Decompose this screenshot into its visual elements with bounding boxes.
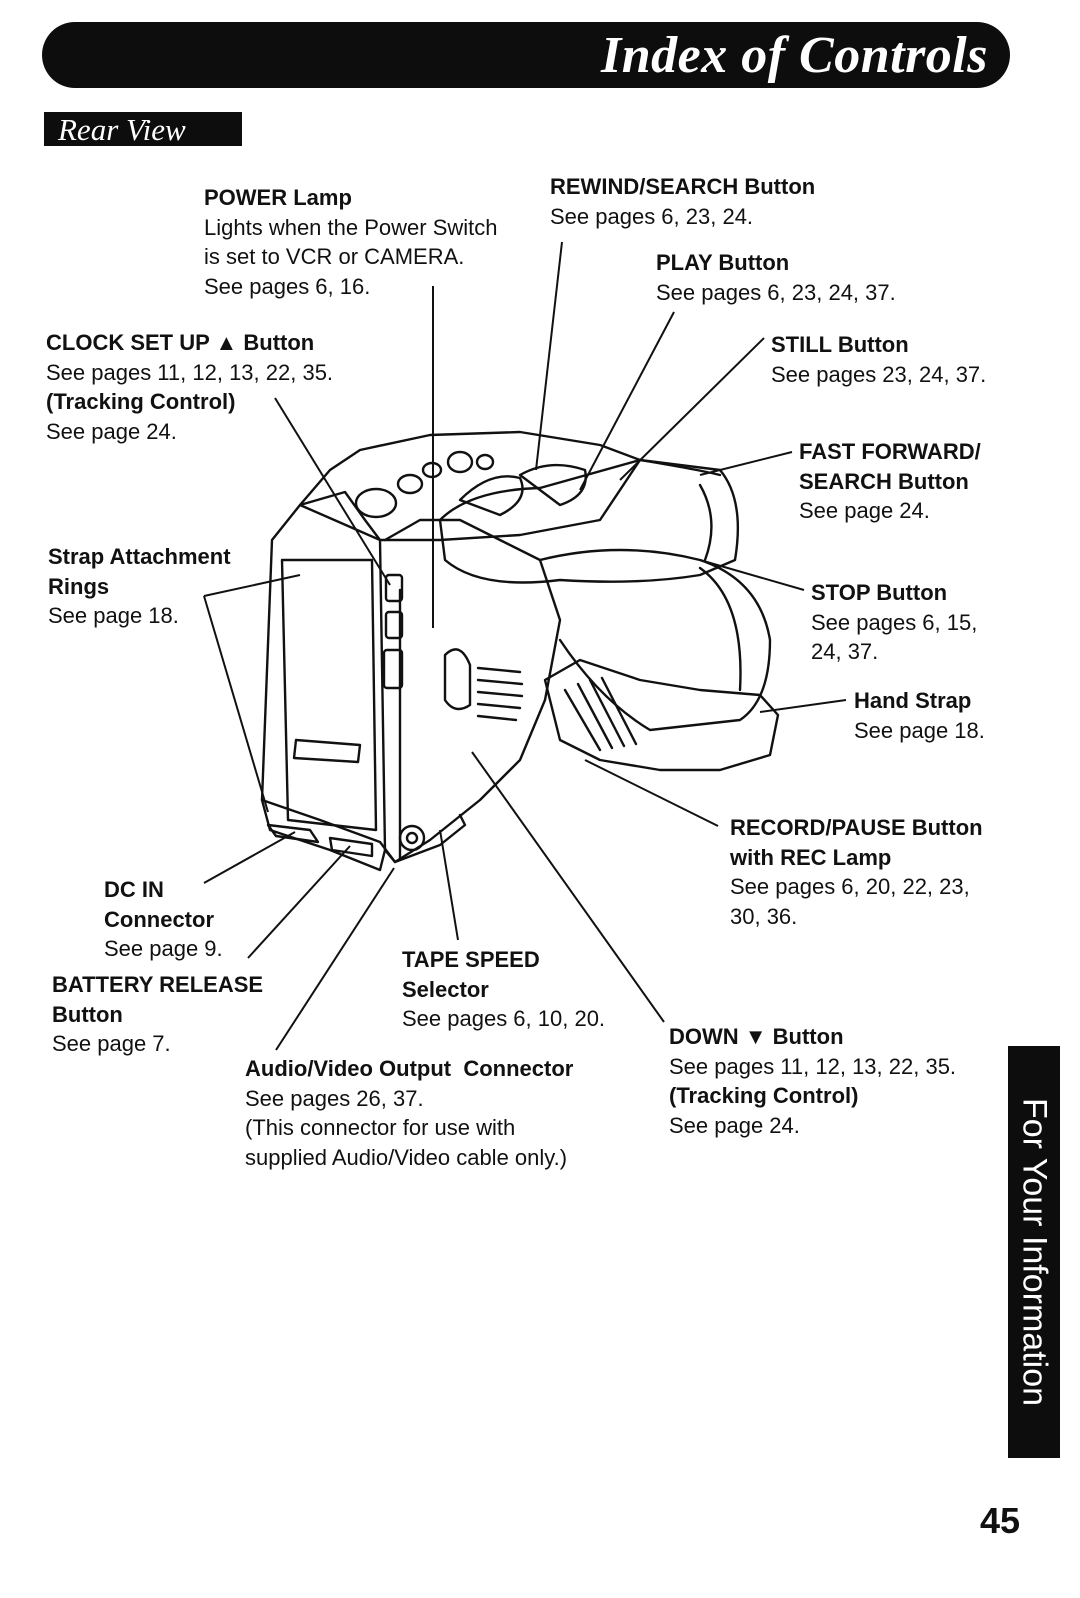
battery-release-title-2: Button: [52, 1001, 123, 1027]
hand-strap-title: Hand Strap: [854, 688, 972, 713]
rewind-search-title: REWIND/SEARCH Button: [550, 174, 816, 199]
fast-forward-title: FAST FORWARD/: [799, 439, 981, 464]
leader-down: [471, 751, 665, 1023]
record-pause-title-2: with REC Lamp: [730, 844, 892, 870]
leader-strap-rings-2: [203, 595, 269, 813]
play-title: PLAY Button: [656, 250, 790, 275]
fast-forward-title-2: SEARCH Button: [799, 468, 969, 494]
clock-set-up-tracking-title: (Tracking Control): [46, 389, 236, 414]
clock-set-up-title: CLOCK SET UP ▲ Button: [46, 330, 315, 355]
down-desc: See pages 11, 12, 13, 22, 35.: [669, 1053, 957, 1079]
fast-forward-desc: See page 24.: [799, 498, 930, 523]
battery-release-title: BATTERY RELEASE: [52, 972, 264, 997]
page-title: Index of Controls: [600, 27, 988, 84]
still-title: STILL Button: [771, 332, 909, 357]
leader-battery-release: [247, 845, 351, 959]
callout-clock-set-up: CLOCK SET UP ▲ Button See pages 11, 12, …: [46, 328, 333, 446]
top-housing: [298, 430, 642, 542]
record-pause-desc-1: See pages 6, 20, 22, 23,: [730, 874, 970, 899]
leader-record-pause: [584, 759, 719, 827]
record-pause-title: RECORD/PAUSE Button: [730, 815, 983, 840]
strap-rings-desc: See page 18.: [48, 603, 179, 628]
power-lamp-desc-1: Lights when the Power Switch: [204, 214, 498, 240]
leader-still: [619, 337, 765, 481]
stop-desc-1: See pages 6, 15,: [811, 609, 978, 635]
strap-rings-title: Strap Attachment: [48, 544, 231, 569]
callout-power-lamp: POWER Lamp Lights when the Power Switch …: [204, 183, 498, 301]
callout-hand-strap: Hand Strap See page 18.: [854, 686, 985, 745]
callout-av-output: Audio/Video Output Connector See pages 2…: [245, 1054, 573, 1172]
tape-speed-desc: See pages 6, 10, 20.: [402, 1006, 606, 1031]
tape-speed-title: TAPE SPEED: [402, 947, 540, 972]
leader-tape-speed: [439, 829, 459, 941]
stop-desc-2: 24, 37.: [811, 639, 879, 664]
leader-av-output: [275, 867, 395, 1051]
callout-stop: STOP Button See pages 6, 15, 24, 37.: [811, 578, 977, 667]
dc-in-title-2: Connector: [104, 906, 214, 932]
rewind-search-desc: See pages 6, 23, 24.: [550, 203, 754, 229]
power-lamp-desc-3: See pages 6, 16.: [204, 273, 371, 299]
clock-set-up-tracking-desc: See page 24.: [46, 418, 177, 444]
callout-record-pause: RECORD/PAUSE Button with REC Lamp See pa…: [730, 813, 983, 931]
callout-strap-rings: Strap Attachment Rings See page 18.: [48, 542, 231, 631]
av-output-desc-1: See pages 26, 37.: [245, 1085, 424, 1111]
leader-hand-strap: [759, 699, 847, 713]
header-bar: Index of Controls: [42, 22, 1010, 88]
callout-play: PLAY Button See pages 6, 23, 24, 37.: [656, 248, 896, 307]
power-lamp-title: POWER Lamp: [204, 185, 352, 210]
battery-release-desc: See page 7.: [52, 1031, 171, 1056]
leader-dc-in: [203, 831, 296, 884]
leader-fast-forward: [699, 451, 793, 476]
av-output-desc-2: (This connector for use with: [245, 1115, 516, 1140]
callout-dc-in: DC IN Connector See page 9.: [104, 875, 223, 964]
callout-rewind-search: REWIND/SEARCH Button See pages 6, 23, 24…: [550, 172, 815, 231]
section-label-text: Rear View: [58, 112, 186, 147]
dc-in-title: DC IN: [104, 877, 164, 902]
power-lamp-desc-2: is set to VCR or CAMERA.: [204, 244, 465, 269]
leader-strap-rings-1: [203, 574, 301, 597]
hand-strap: [543, 658, 780, 772]
section-label: Rear View: [44, 112, 242, 147]
leader-clock-set-up: [274, 397, 391, 586]
down-tracking-title: (Tracking Control): [669, 1083, 859, 1108]
camera-side: [383, 518, 562, 864]
callout-down: DOWN ▼ Button See pages 11, 12, 13, 22, …: [669, 1022, 956, 1140]
down-title: DOWN ▼ Button: [669, 1024, 844, 1049]
side-tab-label: For Your Information: [1015, 1097, 1054, 1407]
callout-tape-speed: TAPE SPEED Selector See pages 6, 10, 20.: [402, 945, 605, 1034]
av-output-title: Audio/Video Output Connector: [245, 1056, 574, 1081]
viewfinder: [438, 458, 740, 584]
callout-battery-release: BATTERY RELEASE Button See page 7.: [52, 970, 263, 1059]
stop-title: STOP Button: [811, 580, 948, 605]
callout-fast-forward: FAST FORWARD/ SEARCH Button See page 24.: [799, 437, 981, 526]
callout-still: STILL Button See pages 23, 24, 37.: [771, 330, 986, 389]
hand-strap-desc: See page 18.: [854, 717, 985, 743]
av-output-desc-3: supplied Audio/Video cable only.): [245, 1144, 568, 1170]
lcd-panel: [280, 558, 378, 832]
down-tracking-desc: See page 24.: [669, 1112, 800, 1138]
dc-in-desc: See page 9.: [104, 936, 223, 961]
clock-set-up-desc: See pages 11, 12, 13, 22, 35.: [46, 359, 334, 385]
leader-play: [579, 311, 675, 491]
leader-rewind: [535, 241, 563, 471]
record-pause-desc-2: 30, 36.: [730, 903, 798, 929]
still-desc: See pages 23, 24, 37.: [771, 361, 987, 387]
play-desc: See pages 6, 23, 24, 37.: [656, 279, 896, 305]
leader-stop: [699, 559, 805, 591]
base-plate: [260, 798, 467, 864]
tape-speed-title-2: Selector: [402, 976, 489, 1002]
lens-barrel: [538, 548, 772, 732]
strap-rings-title-2: Rings: [48, 573, 110, 599]
side-tab: For Your Information: [1008, 1046, 1060, 1458]
page-number: 45: [980, 1500, 1021, 1541]
